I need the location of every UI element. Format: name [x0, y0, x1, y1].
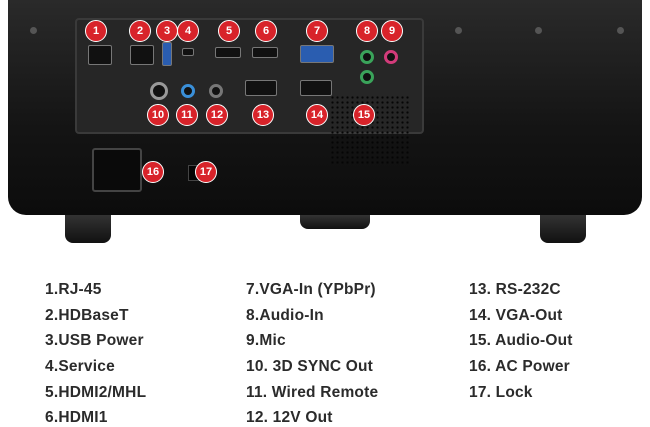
legend-item: 1.RJ-45 [45, 281, 102, 298]
legend-item: 14. VGA-Out [469, 307, 563, 324]
callout-marker: 9 [381, 20, 403, 42]
callout-marker: 2 [129, 20, 151, 42]
audio-in-jack [360, 50, 374, 64]
legend-item: 4.Service [45, 358, 115, 375]
legend-item: 6.HDMI1 [45, 409, 108, 426]
legend-item: 8.Audio-In [246, 307, 324, 324]
legend-item: 13. RS-232C [469, 281, 561, 298]
callout-marker: 16 [142, 161, 164, 183]
rj45-port [88, 45, 112, 65]
audio-out-jack [360, 70, 374, 84]
legend-item: 12. 12V Out [246, 409, 333, 426]
service-port [182, 48, 194, 56]
screw [455, 27, 462, 34]
callout-marker: 17 [195, 161, 217, 183]
callout-marker: 14 [306, 104, 328, 126]
callout-marker: 13 [252, 104, 274, 126]
legend-item: 11. Wired Remote [246, 384, 379, 401]
legend-item: 3.USB Power [45, 332, 144, 349]
wired-remote-jack [181, 84, 195, 98]
hdmi2-port [215, 47, 241, 58]
legend-item: 9.Mic [246, 332, 286, 349]
callout-marker: 7 [306, 20, 328, 42]
legend-item: 10. 3D SYNC Out [246, 358, 374, 375]
usb-port [162, 42, 172, 66]
callout-marker: 15 [353, 104, 375, 126]
hdbaset-port [130, 45, 154, 65]
legend-item: 17. Lock [469, 384, 533, 401]
legend-item: 5.HDMI2/MHL [45, 384, 147, 401]
legend-item: 15. Audio-Out [469, 332, 573, 349]
callout-marker: 5 [218, 20, 240, 42]
ac-power-socket [92, 148, 142, 192]
legend-item: 16. AC Power [469, 358, 570, 375]
vga-in-port [300, 45, 334, 63]
callout-marker: 3 [156, 20, 178, 42]
foot-right [540, 215, 586, 243]
legend-item: 7.VGA-In (YPbPr) [246, 281, 376, 298]
callout-marker: 6 [255, 20, 277, 42]
callout-marker: 10 [147, 104, 169, 126]
callout-marker: 8 [356, 20, 378, 42]
12v-out-jack [209, 84, 223, 98]
3d-sync-jack [150, 82, 168, 100]
callout-marker: 1 [85, 20, 107, 42]
vga-out-port [300, 80, 332, 96]
legend-item: 2.HDBaseT [45, 307, 129, 324]
mic-jack [384, 50, 398, 64]
rs232c-port [245, 80, 277, 96]
hdmi1-port [252, 47, 278, 58]
foot-left [65, 215, 111, 243]
screw [535, 27, 542, 34]
callout-marker: 11 [176, 104, 198, 126]
callout-marker: 4 [177, 20, 199, 42]
foot-center [300, 215, 370, 229]
screw [617, 27, 624, 34]
screw [30, 27, 37, 34]
callout-marker: 12 [206, 104, 228, 126]
